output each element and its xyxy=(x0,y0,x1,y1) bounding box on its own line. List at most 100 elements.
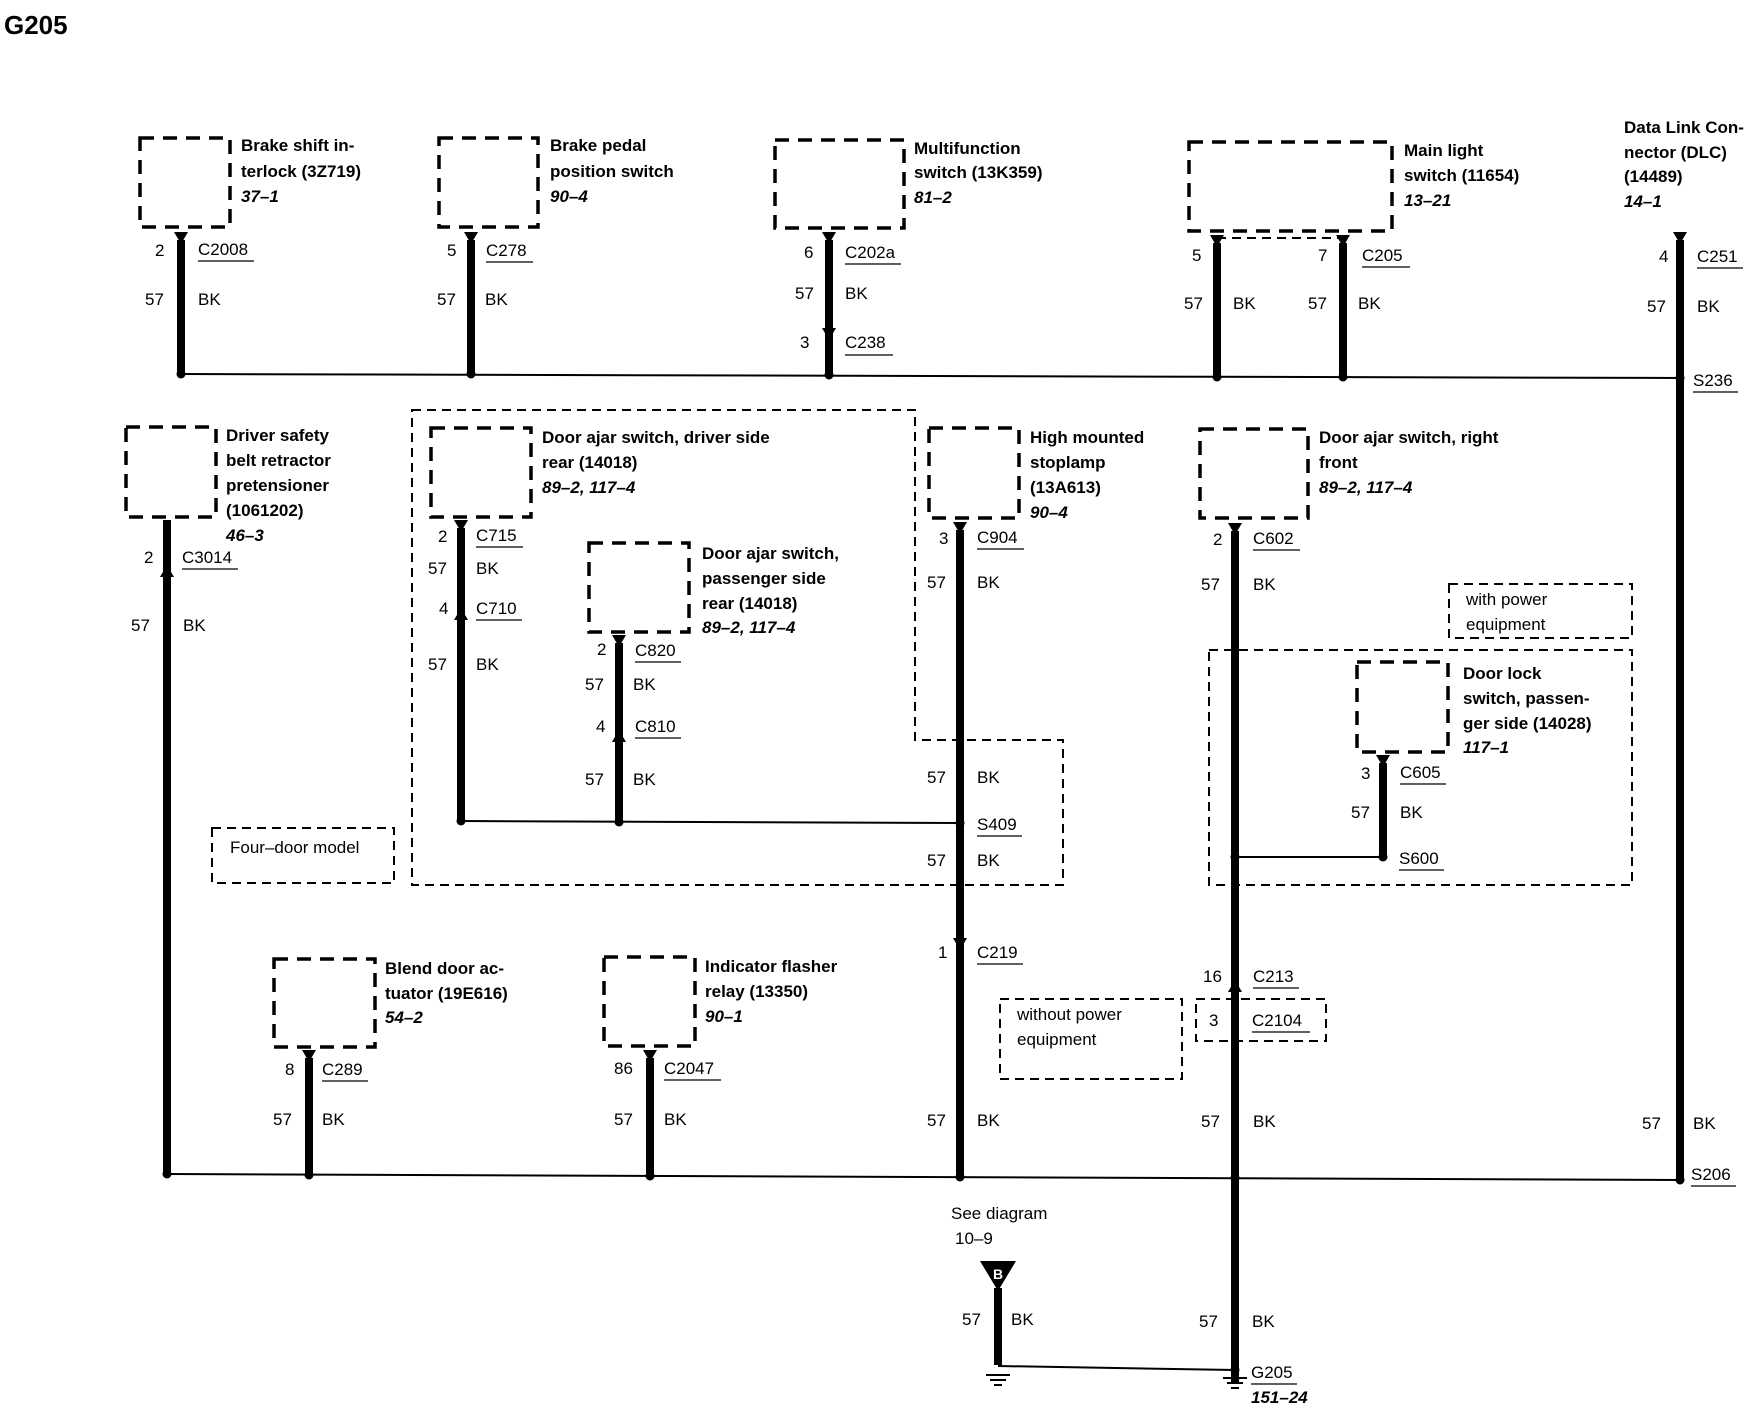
component-name-line: Data Link Con- xyxy=(1624,118,1744,137)
splice-label: S600 xyxy=(1399,849,1439,868)
with-power-equipment-note: equipment xyxy=(1466,615,1546,634)
c2104-connector-box xyxy=(1195,998,1327,1042)
component-box xyxy=(1187,140,1394,233)
connector-label: C251 xyxy=(1697,247,1738,266)
wire-color: BK xyxy=(1358,294,1381,313)
circuit-number: 57 xyxy=(927,768,946,787)
pin-number: 2 xyxy=(144,548,153,567)
wire-color: BK xyxy=(198,290,221,309)
connector-label: C810 xyxy=(635,717,676,736)
wire-color: BK xyxy=(633,770,656,789)
door-ajar-switch-passenger-rear[interactable]: Door ajar switch, passenger side rear (1… xyxy=(587,541,839,637)
component-name-line: (13A613) xyxy=(1030,478,1101,497)
connector-arrow xyxy=(1228,980,1242,992)
brake-pedal-position-switch[interactable]: Brake pedal position switch 90–4 xyxy=(437,136,674,229)
component-name-line: belt retractor xyxy=(226,451,331,470)
splice-dot xyxy=(614,817,624,827)
ground-label: G205 xyxy=(1251,1363,1293,1382)
wire-color: BK xyxy=(1252,1312,1275,1331)
wire-color: BK xyxy=(1011,1310,1034,1329)
connector-label: C2104 xyxy=(1252,1011,1302,1030)
component-ref: 37–1 xyxy=(241,187,279,206)
connector-arrow xyxy=(454,520,468,532)
component-ref: 89–2, 117–4 xyxy=(1319,478,1413,497)
component-name-line: (1061202) xyxy=(226,501,304,520)
component-name-line: pretensioner xyxy=(226,476,329,495)
blend-door-actuator[interactable]: Blend door ac- tuator (19E616) 54–2 xyxy=(272,957,508,1049)
component-box xyxy=(1355,660,1450,754)
pin-number: 1 xyxy=(938,943,947,962)
circuit-number: 57 xyxy=(1201,575,1220,594)
ground-icon xyxy=(986,1374,1010,1386)
connector-label: C2008 xyxy=(198,240,248,259)
pin-number: 4 xyxy=(439,599,448,618)
component-name-line: Door lock xyxy=(1463,664,1542,683)
pin-number: 8 xyxy=(285,1060,294,1079)
indicator-flasher-relay[interactable]: Indicator flasher relay (13350) 90–1 xyxy=(602,955,838,1048)
driver-safety-belt-pretensioner[interactable]: Driver safety belt retractor pretensione… xyxy=(124,425,331,545)
circuit-number: 57 xyxy=(614,1110,633,1129)
component-box xyxy=(602,955,697,1048)
connector-label: C820 xyxy=(635,641,676,660)
splice-dot xyxy=(466,369,476,379)
component-name-line: passenger side xyxy=(702,569,826,588)
without-power-equipment-note: equipment xyxy=(1017,1030,1097,1049)
reference-marker-label: B xyxy=(993,1266,1003,1282)
circuit-number: 57 xyxy=(273,1110,292,1129)
connector-label: C602 xyxy=(1253,529,1294,548)
component-name-line: Multifunction xyxy=(914,139,1021,158)
pin-number: 6 xyxy=(804,243,813,262)
connector-label: C202a xyxy=(845,243,896,262)
component-ref: 89–2, 117–4 xyxy=(542,478,636,497)
door-ajar-switch-driver-rear[interactable]: Door ajar switch, driver side rear (1401… xyxy=(429,426,770,519)
component-name-line: switch (13K359) xyxy=(914,163,1043,182)
connector-label: C205 xyxy=(1362,246,1403,265)
circuit-number: 57 xyxy=(1642,1114,1661,1133)
component-name-line: rear (14018) xyxy=(542,453,637,472)
component-ref: 54–2 xyxy=(385,1008,423,1027)
pin-number: 7 xyxy=(1318,246,1327,265)
splice-dot xyxy=(176,369,186,379)
component-name-line: Door ajar switch, driver side xyxy=(542,428,770,447)
component-ref: 89–2, 117–4 xyxy=(702,618,796,637)
circuit-number: 57 xyxy=(428,655,447,674)
pin-number: 5 xyxy=(1192,246,1201,265)
component-name-line: nector (DLC) xyxy=(1624,143,1727,162)
connector-label: C278 xyxy=(486,241,527,260)
pin-number: 16 xyxy=(1203,967,1222,986)
splice-bus-s206 xyxy=(166,1173,1681,1181)
connector-label: C605 xyxy=(1400,763,1441,782)
splice-dot xyxy=(1230,852,1240,862)
component-box xyxy=(1198,427,1310,520)
splice-label: S236 xyxy=(1693,371,1733,390)
brake-shift-interlock[interactable]: Brake shift in- terlock (3Z719) 37–1 xyxy=(138,136,361,229)
splice-dot xyxy=(824,370,834,380)
circuit-number: 57 xyxy=(795,284,814,303)
splice-bus-s236 xyxy=(180,373,1681,379)
component-name-line: stoplamp xyxy=(1030,453,1106,472)
high-mounted-stoplamp[interactable]: High mounted stoplamp (13A613) 90–4 xyxy=(927,426,1144,522)
wire-color: BK xyxy=(1253,575,1276,594)
connector-label: C715 xyxy=(476,526,517,545)
component-box xyxy=(927,426,1021,520)
pin-number: 2 xyxy=(438,527,447,546)
circuit-number: 57 xyxy=(585,770,604,789)
door-ajar-switch-right-front[interactable]: Door ajar switch, right front 89–2, 117–… xyxy=(1198,427,1499,520)
wire-color: BK xyxy=(633,675,656,694)
connector-arrow xyxy=(1228,523,1242,535)
multifunction-switch[interactable]: Multifunction switch (13K359) 81–2 xyxy=(773,138,1043,230)
main-light-switch[interactable]: Main light switch (11654) 13–21 xyxy=(1187,140,1519,233)
wire-color: BK xyxy=(977,573,1000,592)
circuit-number: 57 xyxy=(927,851,946,870)
door-lock-switch-passenger[interactable]: Door lock switch, passen- ger side (1402… xyxy=(1355,660,1592,757)
component-name-line: Blend door ac- xyxy=(385,959,504,978)
splice-bus-s409 xyxy=(460,820,961,824)
component-name-line: switch (11654) xyxy=(1404,166,1519,185)
connector-label: C238 xyxy=(845,333,886,352)
connector-arrow xyxy=(454,608,468,620)
data-link-connector[interactable]: Data Link Con- nector (DLC) (14489) 14–1 xyxy=(1624,118,1744,211)
pin-number: 3 xyxy=(1209,1011,1218,1030)
connector-label: C2047 xyxy=(664,1059,714,1078)
connector-arrow xyxy=(643,1050,657,1062)
